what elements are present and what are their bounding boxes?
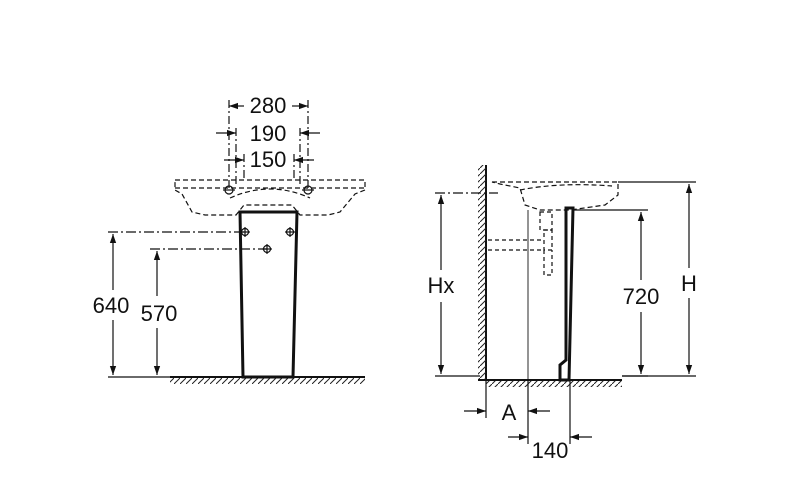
dim-280-label: 280 [250,93,287,118]
front-view: 280 190 150 640 570 [93,93,366,384]
side-pedestal [558,206,575,382]
dim-140-label: 140 [532,438,569,463]
side-waste-trap [488,211,553,276]
dim-190-label: 190 [250,121,287,146]
dim-a-label: A [502,400,517,425]
dim-720-label: 720 [623,284,660,309]
side-floor [478,379,622,387]
dim-h-label: H [681,271,697,296]
side-hx-dim [435,192,498,377]
dim-570-label: 570 [141,301,178,326]
side-140-dim [508,380,592,444]
front-basin-outline [174,179,366,216]
dim-150-label: 150 [250,147,287,172]
front-height-dims [108,231,267,378]
front-pedestal [238,210,299,379]
front-width-dims [216,100,320,190]
front-tap-holes [223,185,314,195]
side-h-dim [618,181,696,377]
dim-hx-label: Hx [428,273,455,298]
side-basin-outline [491,181,619,211]
front-fixing-holes [240,227,295,254]
dim-640-label: 640 [93,293,130,318]
side-wall [478,165,487,380]
side-basin-inner [519,184,613,191]
side-a-dim [464,380,550,418]
side-view: Hx 720 H A [428,165,697,463]
